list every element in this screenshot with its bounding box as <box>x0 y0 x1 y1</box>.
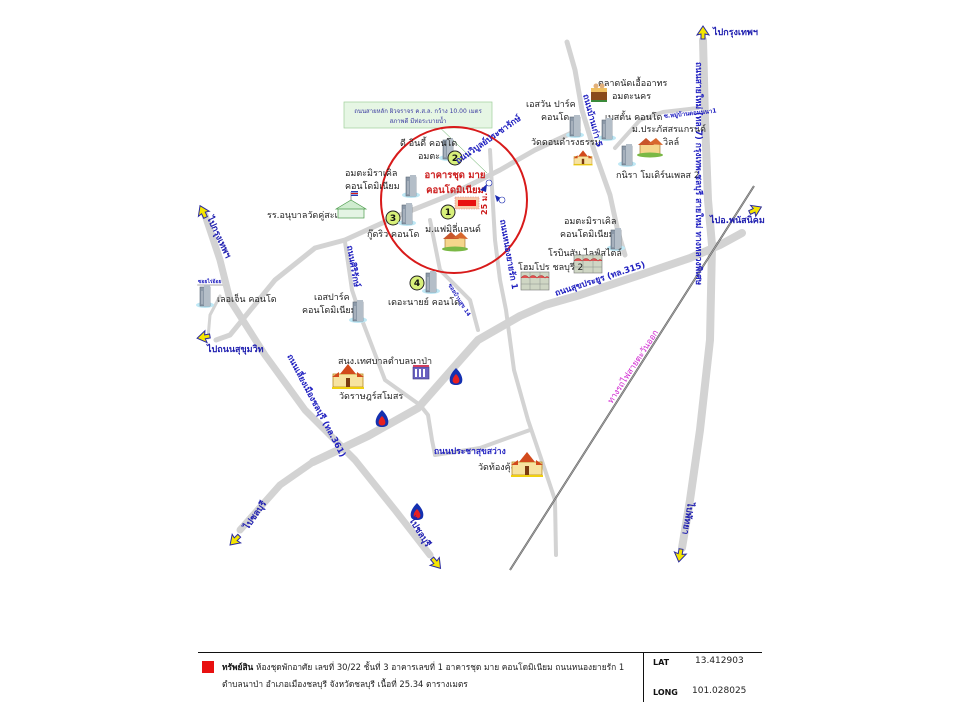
roads <box>197 36 746 559</box>
property-title: ทรัพย์สิน <box>222 662 254 672</box>
landmark-kindergarten: รร.อนุบาลวัดคู่สะเภา <box>267 211 349 221</box>
school-icon <box>334 191 368 219</box>
svg-text:กู๊ดริว คอนโด: กู๊ดริว คอนโด <box>367 229 419 240</box>
road-sukprayoon-315 <box>309 229 746 466</box>
landmark-esparc: เอสปาร์ค <box>314 291 350 303</box>
label-soi-small: ซอยไร่อ้อย <box>198 278 222 285</box>
subject-property: อาคารชุด มาย คอนโดมิเนียม 25 ม. <box>425 170 506 215</box>
view-marker-2 <box>480 184 487 192</box>
label-to-pattaya: ไปพัทยา <box>679 500 697 535</box>
comparable-3: 3 กู๊ดริว คอนโด <box>367 202 419 240</box>
svg-text:คอนโดมิเนียม: คอนโดมิเนียม <box>345 181 400 192</box>
road-siriraksa <box>343 240 437 457</box>
road-soi-prakas <box>613 106 700 150</box>
lat-label: LAT <box>653 658 670 667</box>
subject-marker <box>458 200 476 206</box>
svg-text:คอนโดมิเนียม: คอนโดมิเนียม <box>302 305 357 316</box>
legend-divider <box>643 652 644 702</box>
subject-name-line2: คอนโดมิเนียม <box>426 184 484 196</box>
landmark-wat-thong: วัดท้องคุ้ง <box>478 462 515 473</box>
comparable-1: 1 ม.แฟมิลี่แลนด์ <box>425 204 481 252</box>
label-to-bangkok-ne: ไปกรุงเทพฯ <box>712 26 758 38</box>
svg-text:วิลล์: วิลล์ <box>663 136 679 148</box>
landmark-best-condo: เบสตั้น คอนโด <box>605 110 663 123</box>
svg-text:3: 3 <box>390 214 396 224</box>
landmark-kanira: กนิรา โมเดิร์นเพลส 2 <box>616 169 700 181</box>
view-marker-1 <box>495 195 501 202</box>
legend-panel: ทรัพย์สิน ห้องชุดพักอาศัย เลขที่ 30/22 ช… <box>198 652 762 707</box>
svg-text:คอนโดมิเนียม: คอนโดมิเนียม <box>560 229 615 240</box>
road-nong-yai-rak-1 <box>488 148 558 557</box>
long-label: LONG <box>653 688 678 697</box>
label-bypass-361: ถนนเลี่ยงเมืองชลบุรี (ทล.361) <box>284 351 350 459</box>
landmark-homepro: โฮมโปร ชลบุรี 2 <box>518 262 583 273</box>
arrow-to-bangkok-ne <box>696 25 710 40</box>
note-line2: สภาพดี มีท่อระบายน้ำ <box>390 115 447 125</box>
svg-text:2: 2 <box>452 154 458 164</box>
gas-station-icon <box>375 410 389 427</box>
svg-text:อมตะนคร: อมตะนคร <box>612 92 651 102</box>
road-pracha-suksawang <box>433 428 532 457</box>
landmarks: อมตะมิราเคิล คอนโดมิเนียม รร.อนุบาลวัดคู… <box>195 76 706 478</box>
label-to-sukhumvit: ไปถนนสุขุมวิท <box>206 343 264 355</box>
market-icon <box>591 83 607 102</box>
road-note: ถนนสายหลัก ผิวจราจร ค.ส.ล. กว้าง 10.00 เ… <box>343 101 493 174</box>
svg-text:1: 1 <box>445 208 451 218</box>
lat-value: 13.412903 <box>695 656 744 666</box>
property-line1: ห้องชุดพักอาศัย เลขที่ 30/22 ชั้นที่ 3 อ… <box>255 662 625 672</box>
distance-label: 25 ม. <box>480 193 489 215</box>
property-description: ทรัพย์สิน ห้องชุดพักอาศัย เลขที่ 30/22 ช… <box>222 659 632 693</box>
note-line1: ถนนสายหลัก ผิวจราจร ค.ส.ล. กว้าง 10.00 เ… <box>354 108 482 115</box>
landmark-wat-rat: วัดราษฎร์สโมสร <box>339 390 403 402</box>
legend-top-rule <box>198 652 762 653</box>
svg-text:4: 4 <box>414 279 420 289</box>
road-soi-left <box>206 294 222 340</box>
road-motorway-7 <box>678 36 716 552</box>
landmark-robinson: โรบินสัน ไลฟ์สไตล์ <box>548 247 622 259</box>
label-pracha-suksawang: ถนนประชาสุขสว่าง <box>434 446 506 457</box>
property-swatch <box>202 661 214 673</box>
landmark-market: ตลาดนัดเอื้ออาทร <box>598 76 668 89</box>
railway: ทางรถไฟสายตะวันออก <box>509 185 755 571</box>
landmark-wat-don: วัดดอนดำรงธรรม <box>531 137 601 148</box>
vicinity-circle <box>380 126 528 274</box>
landmark-amata-mirakle-1: อมตะมิราเคิล <box>345 168 397 179</box>
arrow-to-chonburi-sw <box>225 531 244 550</box>
comparable-4: 4 เดอะนายย์ คอนโด <box>388 270 460 308</box>
landmark-s1-park: เอสวัน ปาร์ค <box>526 98 576 110</box>
road-soi-subject <box>428 218 480 332</box>
svg-text:ดี อินดี้ คอนโด: ดี อินดี้ คอนโด <box>400 136 457 149</box>
svg-text:ม.แฟมิลี่แลนด์: ม.แฟมิลี่แลนด์ <box>425 222 481 235</box>
svg-text:อมตะ: อมตะ <box>418 152 440 162</box>
landmark-municipal: สนง.เทศบาลตำบลนาป่า <box>338 356 432 367</box>
property-line2: ตำบลนาป่า อำเภอเมืองชลบุรี จังหวัดชลบุรี… <box>222 679 468 689</box>
road-bypass-361 <box>201 211 434 559</box>
svg-text:เดอะนายย์ คอนโด: เดอะนายย์ คอนโด <box>388 296 460 308</box>
landmark-amata-mirakle-2: อมตะมิราเคิล <box>564 216 616 227</box>
label-to-chonburi-sw: ไปชลบุรี <box>240 498 269 532</box>
comparable-2: 2 ดี อินดี้ คอนโด อมตะ <box>400 136 463 166</box>
road-to-chonburi-sw <box>236 458 317 534</box>
subject-name-line1: อาคารชุด มาย <box>425 170 486 181</box>
landmark-lay-ching: เลอเจ็น คอนโด <box>217 292 277 305</box>
label-motorway-7: ถนนสายใหม่ (ทล.7) กรุงเทพ-ชลบุรี สายใหม่… <box>693 62 704 286</box>
landmark-prakas: ม.ประภัสสรแกรนด์ <box>632 123 706 135</box>
road-wiboon <box>213 127 581 343</box>
label-to-phanat-nikhom: ไปอ.พนัสนิคม <box>709 214 765 226</box>
svg-text:คอนโด: คอนโด <box>541 112 569 123</box>
municipal-icon <box>412 365 430 380</box>
railway-label: ทางรถไฟสายตะวันออก <box>605 328 661 406</box>
long-value: 101.028025 <box>692 686 747 696</box>
